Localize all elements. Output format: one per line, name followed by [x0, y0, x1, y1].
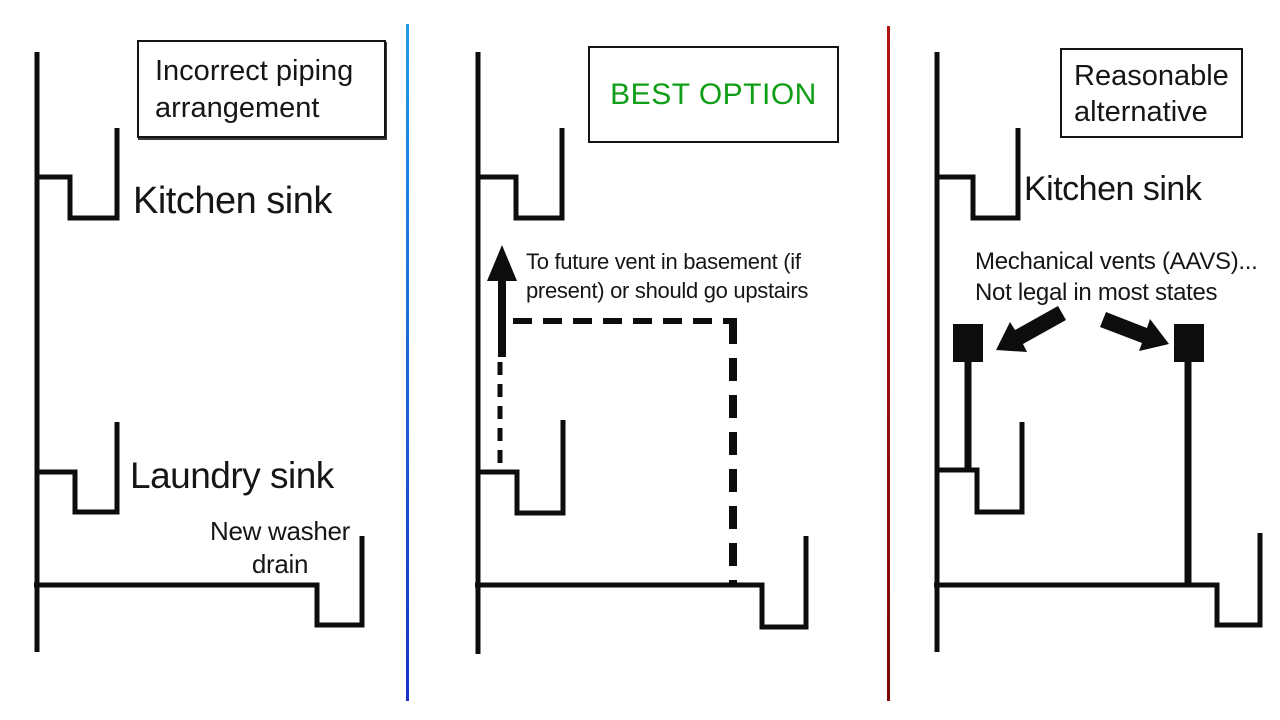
title-box-reasonable-alternative: Reasonable alternative: [1060, 48, 1243, 138]
kitchen-sink-label-right: Kitchen sink: [1024, 170, 1202, 208]
middle-piping: [475, 52, 809, 654]
left-laundry-trap-pipe: [37, 422, 120, 515]
title-line: Incorrect piping: [155, 55, 354, 87]
future-vent-note: To future vent in basement (if present) …: [526, 247, 808, 305]
label-line: drain: [251, 549, 309, 579]
new-washer-drain-label: New washer drain: [198, 515, 362, 581]
title-line: alternative: [1074, 96, 1208, 128]
left-washer-drain-pipe: [34, 536, 365, 628]
right-piping: [934, 52, 1263, 652]
callout-arrow-left-icon: [996, 306, 1066, 352]
title-line: arrangement: [155, 92, 320, 124]
title-box-incorrect: Incorrect piping arrangement: [137, 40, 386, 138]
up-arrow-head-icon: [487, 245, 517, 281]
note-line: present) or should go upstairs: [526, 278, 809, 303]
right-kitchen-trap-pipe: [937, 128, 1021, 221]
middle-laundry-trap-pipe: [478, 420, 566, 516]
laundry-sink-label-left: Laundry sink: [130, 455, 334, 496]
panel-divider-red: [887, 26, 890, 701]
left-kitchen-trap-pipe: [37, 128, 120, 221]
panel-divider-blue: [406, 24, 409, 701]
note-line: Mechanical vents (AAVS)...: [975, 248, 1258, 275]
label-line: New washer: [209, 516, 351, 546]
right-washer-drain-pipe: [934, 533, 1263, 628]
right-laundry-trap-pipe: [937, 422, 1025, 515]
middle-proposed-vent-route: [497, 276, 737, 583]
right-symbols: [953, 306, 1204, 362]
title-box-best-option: BEST OPTION: [588, 46, 839, 143]
callout-arrow-right-icon: [1100, 312, 1169, 351]
aav-vent-symbol-left: [953, 324, 983, 362]
middle-kitchen-trap-pipe: [478, 128, 565, 221]
mechanical-vents-note: Mechanical vents (AAVS)... Not legal in …: [975, 246, 1258, 308]
title-line: Reasonable: [1074, 60, 1229, 92]
note-line: To future vent in basement (if: [526, 249, 801, 274]
left-piping: [34, 52, 365, 652]
aav-vent-symbol-right: [1174, 324, 1204, 362]
kitchen-sink-label-left: Kitchen sink: [133, 180, 332, 222]
middle-washer-drain-pipe: [475, 536, 809, 630]
best-option-title: BEST OPTION: [610, 77, 817, 111]
note-line: Not legal in most states: [975, 279, 1218, 306]
